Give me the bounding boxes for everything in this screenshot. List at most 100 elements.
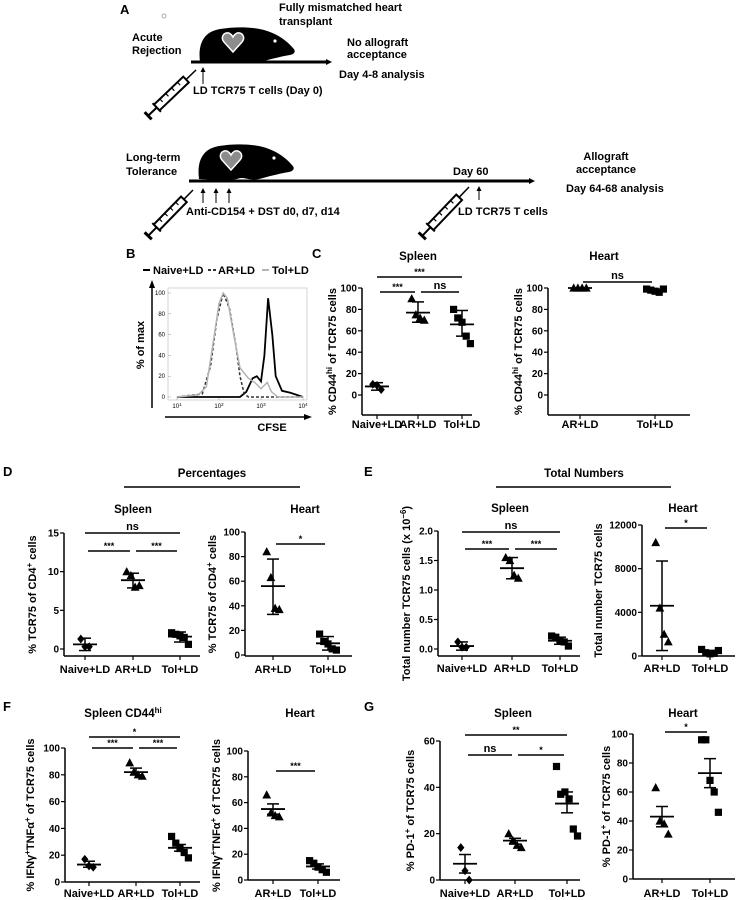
label-part: of TCR75 cells [513, 288, 525, 367]
group-naive-ld [453, 843, 477, 885]
panel-title: Heart [589, 251, 619, 263]
superscript: + [25, 563, 34, 568]
label-part: % PD-1 [601, 829, 613, 867]
significance-label: *** [414, 267, 425, 277]
y-tick-label: 20 [158, 374, 165, 380]
panel-title: Heart [668, 503, 698, 515]
heart-icon [221, 32, 245, 54]
x-tick-label: Tol+LD [310, 664, 347, 676]
data-point-square [714, 646, 722, 655]
y-tick-label: 80 [229, 552, 241, 563]
data-point-square [655, 288, 663, 296]
label-part: % IFNγ [25, 854, 37, 892]
legend-label: Naive+LD [153, 265, 203, 277]
dot-plot-g-spleen: Spleen% PD-1+ of TCR75 cells0204060Naive… [403, 708, 586, 900]
data-point-square [180, 848, 188, 857]
dot-plot-f-heart: Heart% IFNγ+TNFα+ of TCR75 cells02040608… [209, 708, 340, 900]
x-tick-label: Tol+LD [542, 663, 579, 675]
y-tick-label: 0 [351, 391, 357, 402]
mouse-icon [199, 27, 295, 64]
data-point-square [548, 632, 556, 640]
y-tick-label: 80 [617, 759, 629, 770]
data-point-triangle [651, 537, 661, 547]
data-point-triangle [663, 829, 673, 838]
y-tick-label: 0 [234, 651, 240, 662]
label-part: % TCR75 of CD4 [27, 567, 39, 654]
y-tick-label: 60 [158, 333, 165, 339]
label-part: Heart [668, 503, 698, 515]
y-tick-label: 20 [424, 829, 436, 840]
y-tick-label: 100 [226, 747, 243, 758]
group-ar-ld [261, 547, 285, 616]
superscript: hi [325, 367, 334, 374]
treatment-label: Anti-CD154 + DST d0, d7, d14 [186, 206, 341, 218]
x-tick-label: Tol+LD [162, 888, 199, 900]
y-tick-label: 100 [611, 730, 628, 741]
y-tick-label: 20 [49, 851, 61, 862]
y-tick-label: 100 [155, 291, 166, 297]
y-tick-label: 0 [622, 875, 628, 886]
y-tick-label: 2.0 [419, 527, 433, 538]
arrowhead-icon [326, 59, 332, 65]
y-tick-label: 15 [48, 529, 60, 540]
data-point-square [643, 285, 651, 293]
label-part: Spleen [114, 504, 152, 516]
significance-label: ns [484, 743, 497, 755]
y-tick-label: 0 [631, 652, 637, 663]
data-point-diamond [465, 875, 473, 885]
group-tol-ld [168, 629, 192, 648]
y-tick-label: 0 [237, 876, 243, 887]
x-tick-label: Naive+LD [440, 888, 490, 900]
superscript: + [209, 818, 218, 823]
dot-plot-g-heart: Heart% PD-1+ of TCR75 cells020406080100A… [599, 708, 735, 900]
data-point-square [557, 790, 565, 798]
group-ar-ld [650, 537, 674, 652]
data-point-square [552, 762, 561, 771]
group-naive-ld [73, 634, 97, 652]
significance-label: *** [290, 761, 301, 771]
group-ar-ld [503, 829, 527, 852]
arrowhead-icon [304, 414, 312, 420]
panel-letter-f: F [3, 699, 11, 714]
data-point-square [714, 808, 722, 816]
acute-label-line1: Acute [132, 32, 163, 44]
tick-exponent: 4 [305, 402, 308, 407]
significance-label: * [133, 727, 137, 737]
analysis-day-4-8: Day 4-8 analysis [339, 69, 425, 81]
y-tick-label: 20 [346, 369, 358, 380]
data-point-triangle [516, 842, 526, 852]
label-part: cells [207, 535, 219, 563]
x-tick-label: 104 [298, 402, 308, 411]
significance-label: * [539, 745, 543, 755]
x-tick-label: AR+LD [400, 419, 437, 431]
y-tick-label: 80 [49, 770, 61, 781]
superscript: + [23, 850, 32, 855]
superscript: hi [155, 706, 162, 715]
label-part: of TCR75 cells [327, 288, 339, 367]
data-point-triangle [262, 790, 272, 799]
y-tick-label: 40 [532, 348, 544, 359]
dot-plot-d-heart: Heart% TCR75 of CD4+ cells020406080100AR… [205, 504, 352, 676]
data-point-square [698, 736, 706, 744]
superscript: + [205, 562, 214, 567]
total-numbers-header: Total Numbers [544, 468, 624, 480]
significance-label: * [299, 534, 303, 544]
group-tol-ld [552, 762, 582, 840]
data-point-triangle [513, 573, 523, 582]
y-tick-label: 0 [537, 391, 543, 402]
dot-plot-d-spleen: Spleen% TCR75 of CD4+ cells051015Naive+L… [25, 504, 200, 676]
group-ar-ld [124, 758, 148, 780]
significance-label: *** [392, 282, 403, 292]
x-tick-label: Naive+LD [352, 419, 402, 431]
ld-cells-day0: LD TCR75 T cells (Day 0) [193, 85, 323, 97]
data-point-square [328, 645, 336, 653]
y-tick-label: 8000 [615, 564, 638, 575]
label-part: Spleen [494, 708, 532, 720]
data-point-diamond [81, 854, 89, 864]
panel-title: Spleen [114, 504, 152, 516]
y-tick-label: 80 [158, 312, 165, 318]
data-point-square [710, 788, 718, 796]
group-ar-ld [500, 552, 524, 582]
stray-dot [161, 13, 167, 19]
